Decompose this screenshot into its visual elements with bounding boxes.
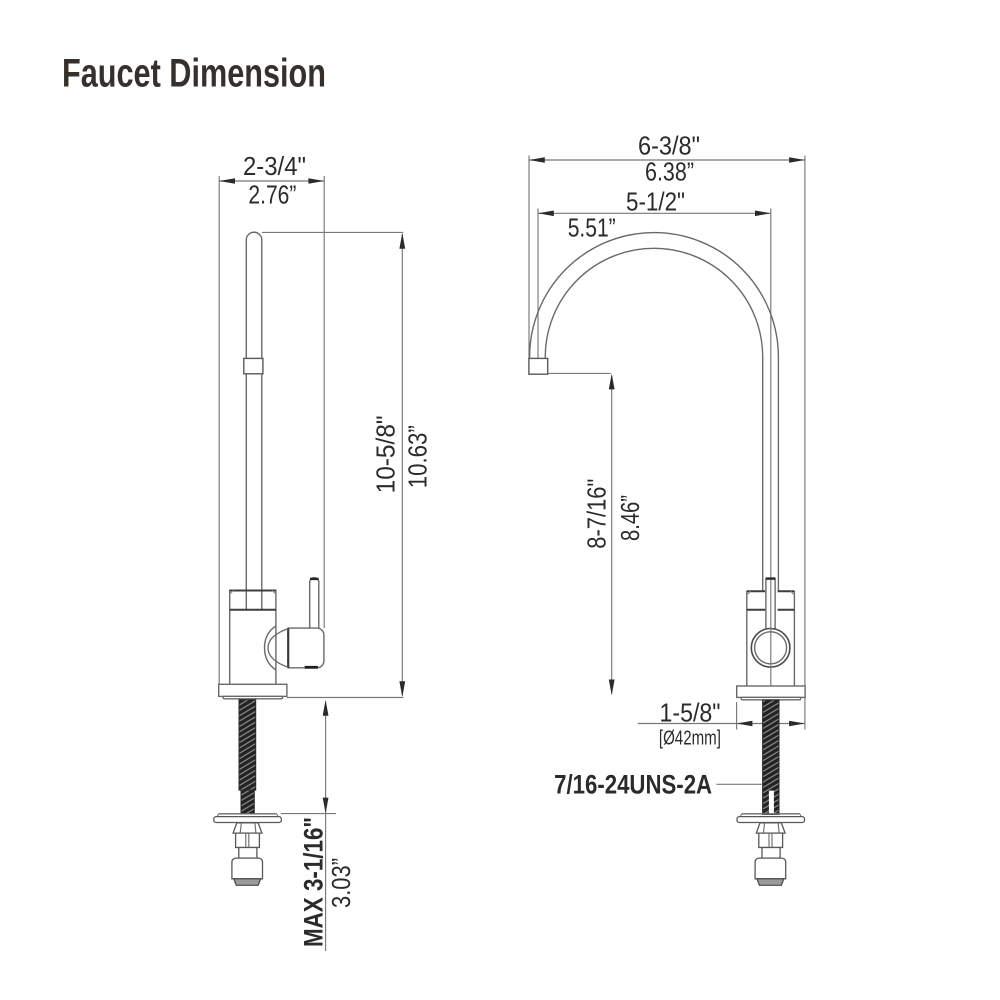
- svg-text:10-5/8": 10-5/8": [371, 415, 401, 493]
- svg-text:[Ø42mm]: [Ø42mm]: [659, 728, 721, 750]
- svg-text:2.76”: 2.76”: [248, 180, 296, 210]
- svg-text:3.03”: 3.03”: [326, 858, 356, 908]
- svg-text:7/16-24UNS-2A: 7/16-24UNS-2A: [554, 769, 712, 799]
- svg-text:6.38”: 6.38”: [645, 157, 694, 187]
- svg-text:2-3/4": 2-3/4": [243, 151, 306, 181]
- svg-text:MAX 3-1/16": MAX 3-1/16": [299, 817, 329, 947]
- svg-text:6-3/8": 6-3/8": [638, 131, 700, 161]
- svg-text:Faucet Dimension: Faucet Dimension: [62, 52, 326, 96]
- svg-text:5-1/2": 5-1/2": [626, 187, 685, 217]
- svg-text:8.46”: 8.46”: [615, 495, 645, 541]
- svg-text:8-7/16": 8-7/16": [582, 479, 612, 549]
- svg-text:10.63”: 10.63”: [403, 425, 433, 488]
- svg-text:5.51”: 5.51”: [568, 213, 616, 243]
- svg-text:1-5/8": 1-5/8": [660, 698, 721, 728]
